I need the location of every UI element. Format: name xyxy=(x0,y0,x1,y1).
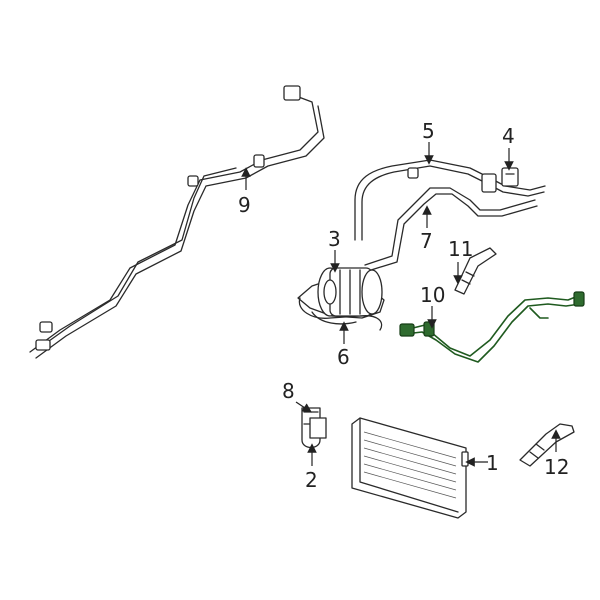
part-2-8-drier xyxy=(301,407,327,449)
part-9-rear-ac-lines xyxy=(29,85,325,359)
callout-7: 7 xyxy=(420,229,433,253)
part-7-liquid-line xyxy=(364,187,538,271)
callout-6: 6 xyxy=(337,345,350,369)
part-11-hose xyxy=(454,247,497,295)
callout-4: 4 xyxy=(502,124,515,148)
callout-2: 2 xyxy=(305,468,318,492)
part-3-compressor xyxy=(297,267,385,319)
callout-8: 8 xyxy=(282,379,295,403)
leader-8 xyxy=(295,401,312,413)
part-5-suction-line xyxy=(354,159,546,241)
callout-11: 11 xyxy=(448,237,473,261)
callout-labels: 1 2 3 4 5 6 7 8 9 10 11 12 xyxy=(238,119,569,492)
part-4-bracket xyxy=(501,167,519,187)
callout-3: 3 xyxy=(328,227,341,251)
condenser-fins xyxy=(363,431,457,499)
part-1-condenser xyxy=(351,417,469,519)
part-6-manifold xyxy=(298,297,383,331)
callout-1: 1 xyxy=(486,451,499,475)
callout-12: 12 xyxy=(544,455,569,479)
callout-5: 5 xyxy=(422,119,435,143)
callout-leaders xyxy=(241,142,561,467)
callout-9: 9 xyxy=(238,193,251,217)
callout-10: 10 xyxy=(420,283,445,307)
